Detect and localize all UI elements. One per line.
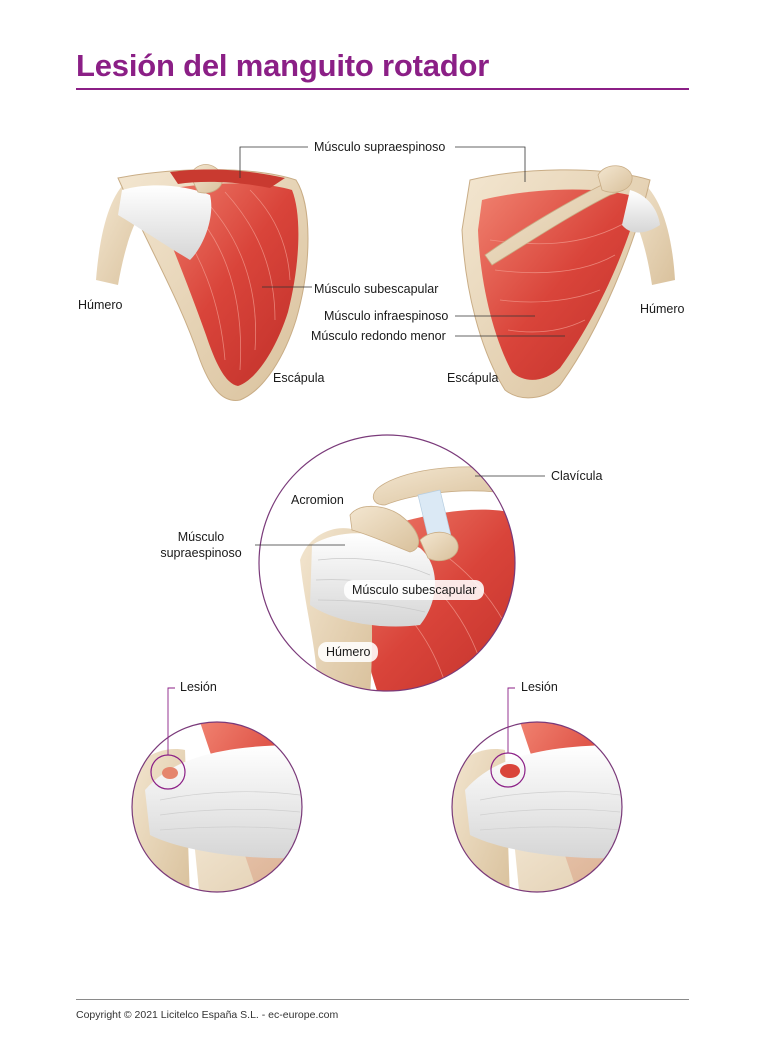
- label-supraespinoso-mid-line2: supraespinoso: [160, 546, 242, 560]
- right-shoulder-illustration: [461, 165, 675, 399]
- label-lesion-left: Lesión: [180, 680, 217, 694]
- page-title: Lesión del manguito rotador: [76, 48, 490, 83]
- footer-divider: [76, 999, 689, 1000]
- lesion-right-illustration: [451, 687, 623, 893]
- label-clavicula: Clavícula: [551, 469, 603, 483]
- lesion-right-tear: [500, 764, 520, 778]
- leader-supraespinoso-left: [239, 146, 308, 178]
- lesion-left-illustration: [131, 687, 303, 893]
- label-infraespinoso: Músculo infraespinoso: [324, 309, 449, 323]
- label-escapula-right: Escápula: [447, 371, 499, 385]
- left-supraspinatus-muscle: [170, 169, 285, 188]
- left-tendon: [118, 185, 212, 260]
- label-humero-right: Húmero: [640, 302, 685, 316]
- right-tendon: [622, 190, 660, 233]
- middle-coracoid-bone: [419, 531, 459, 562]
- label-acromion: Acromion: [291, 493, 344, 507]
- footer-copyright: Copyright © 2021 Licitelco España S.L. -…: [76, 1009, 339, 1021]
- label-supraespinoso-mid-line1: Músculo: [177, 530, 225, 544]
- middle-acromion-bone: [349, 505, 420, 553]
- label-subescapular-left: Músculo subescapular: [314, 282, 439, 296]
- label-humero-mid: Húmero: [318, 642, 379, 662]
- left-shoulder-illustration: [96, 164, 309, 401]
- lesion-left-tear: [162, 767, 178, 779]
- right-acromion-bone: [597, 165, 633, 193]
- label-humero-left: Húmero: [78, 298, 123, 312]
- title-underline: [76, 88, 689, 90]
- label-supraespinoso-top: Músculo supraespinoso: [314, 140, 446, 154]
- leader-supraespinoso-right: [455, 146, 526, 182]
- middle-tendon: [310, 533, 435, 627]
- label-subescapular-mid: Músculo subescapular: [344, 580, 485, 600]
- label-escapula-left: Escápula: [273, 371, 325, 385]
- middle-circle-border: [258, 434, 516, 692]
- middle-detail-illustration: [258, 434, 516, 692]
- label-redondo-menor: Músculo redondo menor: [311, 329, 446, 343]
- label-lesion-right: Lesión: [521, 680, 558, 694]
